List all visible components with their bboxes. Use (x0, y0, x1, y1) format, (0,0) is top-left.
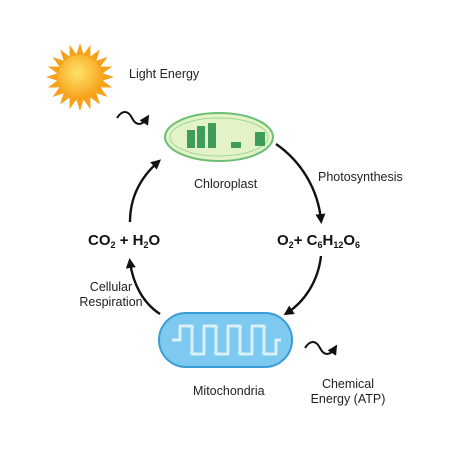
co2-h2o-formula: CO2 + H2O (88, 232, 160, 250)
to-mitochondria-arrow (283, 255, 323, 316)
formula-left-part1: CO (88, 232, 111, 249)
chemical-energy-line1: Chemical (321, 377, 375, 391)
formula-right-part4: O (343, 232, 356, 249)
formula-left-part3: O (148, 232, 161, 249)
photosynthesis-label: Photosynthesis (318, 170, 403, 184)
chloroplast-organelle (164, 112, 274, 162)
mitochondria-organelle (158, 312, 293, 368)
formula-right-part1: O (277, 232, 289, 249)
formula-right-plus: + (293, 232, 303, 249)
thylakoid-stack-icon (187, 123, 265, 148)
respiration-arrow (125, 258, 161, 316)
to-chloroplast-arrow (128, 159, 161, 223)
mitochondria-label: Mitochondria (193, 384, 265, 398)
chemical-energy-line2: Energy (ATP) (310, 392, 386, 406)
o2-glucose-formula: O2+ C6H12O6 (277, 232, 360, 250)
photosynthesis-arrow (275, 143, 326, 224)
formula-left-part2: H (132, 232, 144, 249)
sun-icon (46, 43, 114, 111)
chemical-energy-arrow (304, 341, 338, 356)
cellular-respiration-label: Cellular Respiration (66, 280, 156, 310)
light-energy-arrow (116, 111, 150, 126)
chloroplast-label: Chloroplast (194, 177, 258, 191)
formula-right-sub1: 2 (288, 240, 294, 250)
formula-left-plus: + (119, 232, 129, 249)
formula-left-sub2: 2 (143, 240, 149, 250)
formula-left-sub1: 2 (110, 240, 116, 250)
formula-right-part2: C (306, 232, 318, 249)
cellular-respiration-line2: Respiration (79, 295, 143, 309)
cristae-icon (172, 324, 281, 356)
light-energy-label: Light Energy (129, 67, 200, 81)
chemical-energy-label: Chemical Energy (ATP) (303, 377, 393, 407)
formula-right-part3: H (322, 232, 334, 249)
formula-right-sub2: 6 (317, 240, 323, 250)
cellular-respiration-line1: Cellular (89, 280, 133, 294)
formula-right-sub3: 12 (333, 240, 344, 250)
formula-right-sub4: 6 (355, 240, 361, 250)
